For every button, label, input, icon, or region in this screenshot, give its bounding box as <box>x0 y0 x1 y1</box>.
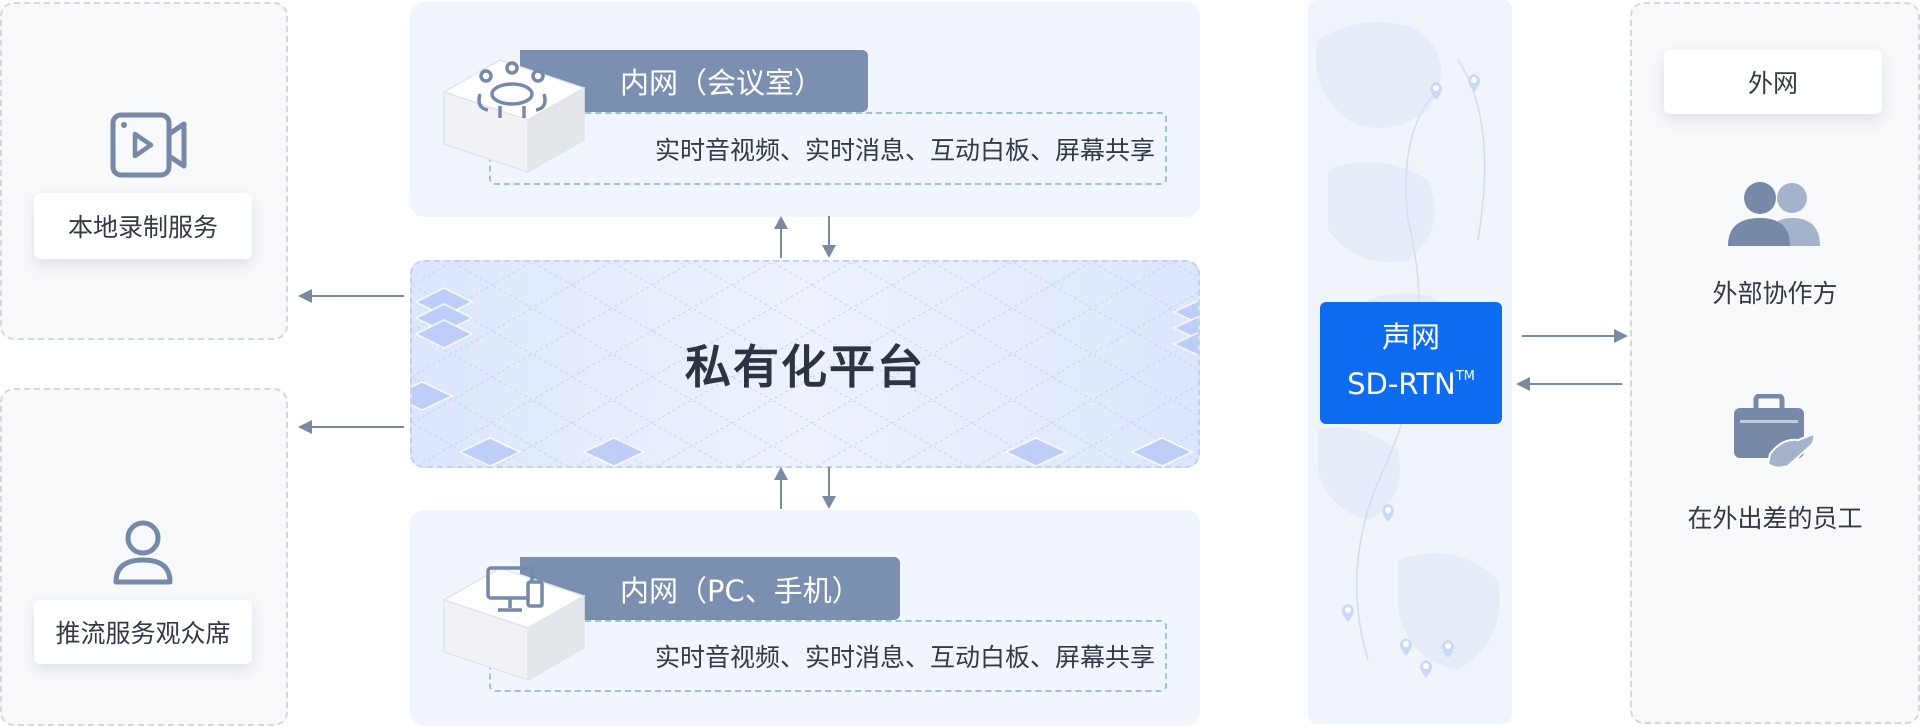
devices-tag: 内网（PC、手机） <box>520 557 900 620</box>
external-panel <box>1630 2 1920 724</box>
rtn-line2: SD-RTN <box>1347 367 1456 401</box>
briefcase-hand-icon <box>1734 394 1816 469</box>
private-platform: 私有化平台 <box>410 260 1200 468</box>
external-title: 外网 <box>1664 50 1882 114</box>
arrow-up-bottom <box>774 467 788 509</box>
sd-rtn-box: 声网 SD-RTNTM <box>1320 302 1502 424</box>
meeting-room-icon <box>442 59 586 174</box>
meeting-features: 实时音视频、实时消息、互动白板、屏幕共享 <box>489 112 1167 185</box>
arrow-from-external <box>1516 377 1622 391</box>
user-icon <box>113 520 173 585</box>
pc-phone-icon <box>442 566 586 682</box>
rtn-line1: 声网 <box>1381 320 1440 354</box>
traveling-staff-label: 在外出差的员工 <box>1687 504 1863 533</box>
rtn-trademark: TM <box>1455 369 1475 384</box>
devices-features: 实时音视频、实时消息、互动白板、屏幕共享 <box>489 620 1167 692</box>
arrow-down-bottom <box>822 467 836 509</box>
arrow-up-top <box>774 216 788 258</box>
arrow-down-top <box>822 216 836 258</box>
group-icon <box>1728 182 1820 246</box>
platform-title: 私有化平台 <box>685 340 925 394</box>
recording-panel <box>0 2 288 340</box>
rtn-line2-wrap: SD-RTNTM <box>1320 358 1502 403</box>
arrow-to-audience <box>298 420 404 434</box>
video-icon <box>110 112 187 178</box>
audience-label: 推流服务观众席 <box>34 600 252 664</box>
collaborators-label: 外部协作方 <box>1712 279 1838 308</box>
audience-panel <box>0 388 288 726</box>
arrow-to-recording <box>298 289 404 303</box>
arrow-to-external <box>1522 329 1628 343</box>
recording-label: 本地录制服务 <box>34 193 252 259</box>
platform-grid <box>412 262 1198 466</box>
map-illustration <box>1316 22 1500 678</box>
